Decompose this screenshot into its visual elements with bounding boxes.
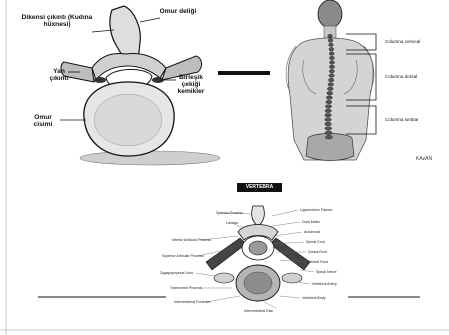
xs-left-label: Transverse Process — [170, 286, 202, 290]
spine-vertebra-mark — [325, 131, 332, 135]
spine-vertebra-mark — [329, 47, 334, 51]
xs-right-label: Spinal Cord — [306, 240, 325, 244]
xs-right-label: Ligamentum Flavum — [300, 208, 333, 212]
label-columna-cervical: Columna cervical — [385, 39, 420, 44]
spine-vertebra-mark — [328, 78, 334, 82]
xs-left-label: Intervertebral Foramen — [174, 300, 211, 304]
spine-vertebra-mark — [325, 122, 332, 126]
spine-vertebra-mark — [329, 43, 334, 47]
label-columna-lumbar: Columna lumbar — [385, 117, 419, 122]
spine-vertebra-mark — [329, 69, 334, 73]
spine-vertebra-mark — [325, 118, 332, 122]
label-articular-processes: Birleşik çekiği kemikler — [170, 74, 212, 95]
spine-vertebra-mark — [327, 91, 333, 95]
label-transverse-process: Yan çıkıntı — [48, 68, 70, 82]
spine-vertebra-mark — [329, 65, 334, 69]
spine-vertebra-mark — [328, 39, 333, 43]
credit-text: KAzAN — [416, 156, 432, 162]
spine-vertebra-mark — [325, 135, 332, 139]
label-columna-dorsal: Columna dorsal — [385, 74, 417, 79]
xs-right-label: Dorsal Root — [308, 250, 327, 254]
spine-vertebra-mark — [326, 96, 332, 100]
xs-right-label: Intervertebral Disc — [244, 309, 273, 313]
xs-right-label: Spinal Nerve — [316, 270, 337, 274]
xs-right-label: Vertebral Body — [302, 296, 326, 300]
spine-vertebra-mark — [326, 100, 332, 104]
vertebra-superior-drawing — [60, 6, 270, 165]
spine-vertebra-mark — [325, 109, 331, 113]
xs-left-label: Spinous Process — [216, 211, 243, 215]
spine-vertebra-mark — [329, 52, 334, 56]
spine-vertebra-mark — [329, 61, 334, 65]
spine-vertebra-mark — [325, 127, 332, 131]
spine-vertebra-mark — [327, 87, 333, 91]
spine-vertebra-mark — [328, 34, 332, 38]
label-vertebral-foramen: Omur deliği — [158, 8, 198, 15]
xs-left-label: Inferior Articular Process — [172, 238, 211, 242]
xs-left-label: Zygapophyseal Joint — [160, 271, 193, 275]
xs-right-label: Vertebral Artery — [312, 282, 337, 286]
spine-vertebra-mark — [329, 74, 334, 78]
label-spinous-process: Dikensi çıkıntı (Kudına hüxnesi) — [20, 14, 94, 28]
spine-vertebra-mark — [325, 113, 332, 117]
xs-right-label: Dura Mater — [302, 220, 320, 224]
spine-vertebra-mark — [328, 83, 334, 87]
xs-right-label: Arachnoid — [304, 230, 320, 234]
spine-back-drawing — [286, 0, 376, 161]
spine-vertebra-mark — [329, 56, 334, 60]
xs-left-label: Superior Articular Process — [162, 254, 204, 258]
cross-section-title: VERTEBRA — [237, 183, 282, 192]
spine-vertebra-mark — [325, 105, 331, 109]
xs-left-label: Lamina — [226, 221, 238, 225]
label-vertebral-body: Omur cisimi — [28, 114, 58, 128]
xs-right-label: Ventral Root — [308, 260, 328, 264]
